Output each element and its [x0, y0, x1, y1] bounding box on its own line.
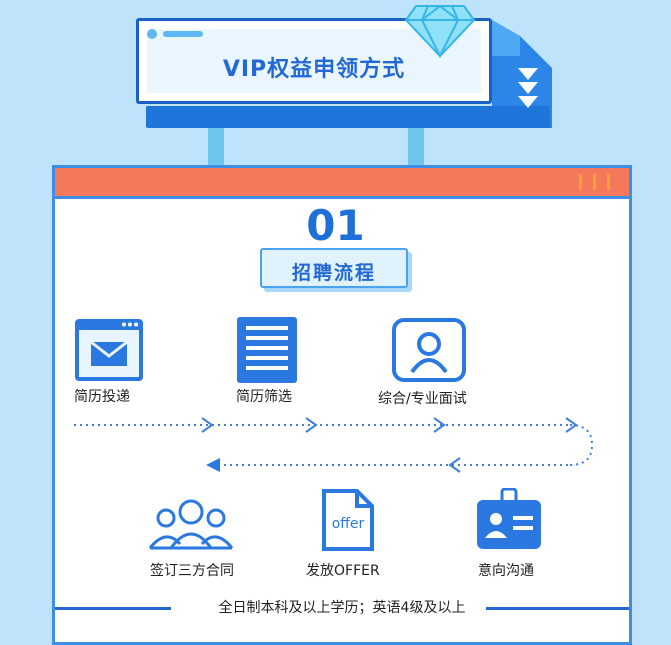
step-label: 发放OFFER: [306, 563, 380, 579]
section-title-badge: 招聘流程: [260, 248, 408, 288]
step-label: 简历筛选: [236, 389, 292, 405]
document-icon: [237, 317, 297, 383]
chevron-down-icon: [518, 68, 538, 108]
offer-text: offer: [332, 516, 365, 532]
diamond-icon: [404, 4, 476, 58]
billboard-post-left: [208, 120, 224, 172]
footer-divider-right: [486, 607, 629, 610]
footer-divider-left: [55, 607, 171, 610]
billboard-bar-icon: [163, 31, 203, 37]
header-tick: [607, 174, 610, 190]
step-label: 意向沟通: [478, 563, 534, 579]
section-title: 招聘流程: [291, 262, 376, 284]
billboard-dot-icon: [147, 29, 157, 39]
billboard-side-panel: [492, 20, 552, 128]
header-tick: [593, 174, 596, 190]
step-label: 签订三方合同: [150, 563, 234, 579]
section-number: 01: [306, 201, 365, 250]
step-label: 综合/专业面试: [378, 391, 467, 407]
header-tick: [579, 174, 582, 190]
main-panel: [52, 165, 632, 645]
flow-arrows: [74, 417, 594, 473]
email-window-icon: [75, 319, 143, 381]
billboard-post-right: [408, 120, 424, 172]
requirement-text: 全日制本科及以上学历；英语4级及以上: [218, 600, 466, 616]
billboard-base: [146, 106, 550, 128]
group-people-icon: [148, 499, 234, 550]
page-title: VIP权益申领方式: [222, 57, 406, 82]
panel-header-strip: [55, 168, 629, 199]
user-profile-icon: [392, 318, 466, 382]
offer-file-icon: offer: [322, 489, 374, 551]
id-card-icon: [477, 488, 541, 549]
step-label: 简历投递: [74, 389, 130, 405]
